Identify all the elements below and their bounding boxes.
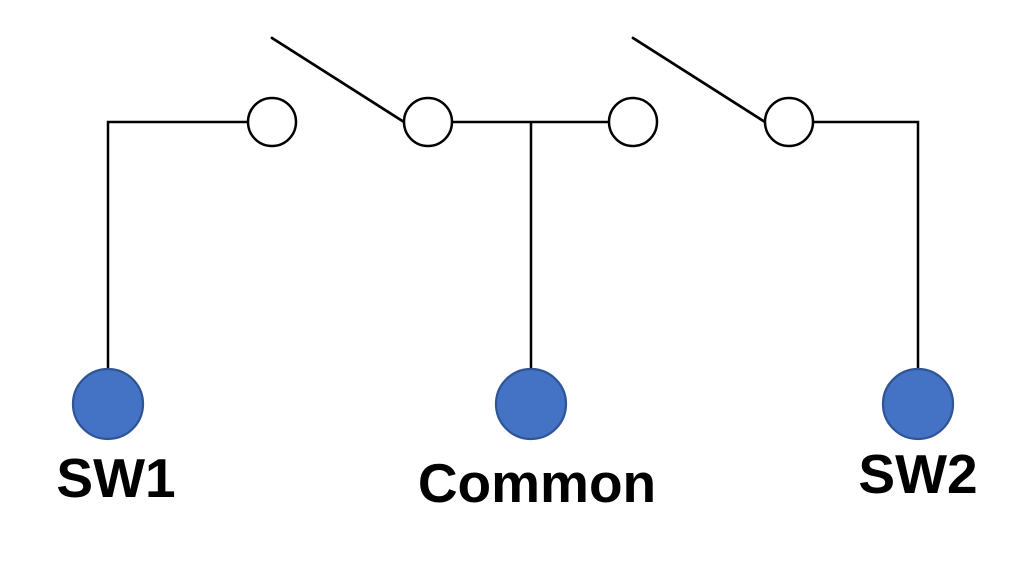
contact-circle-sw2 (763, 96, 815, 148)
terminal-common (494, 367, 568, 441)
wire-sw1 (106, 120, 248, 369)
terminal-label-common: Common (418, 452, 656, 514)
switch2-lever-icon (631, 36, 767, 124)
switch1-lever-icon (270, 36, 406, 124)
contact-circle-switch1-pivot (402, 96, 454, 148)
terminal-label-sw1: SW1 (56, 447, 175, 509)
terminal-sw1 (71, 367, 145, 441)
terminal-label-sw2: SW2 (858, 443, 977, 505)
contact-circle-switch2-free (607, 96, 659, 148)
contact-circle-sw1 (246, 96, 298, 148)
wire-sw2 (813, 120, 920, 369)
terminal-sw2 (881, 367, 955, 441)
